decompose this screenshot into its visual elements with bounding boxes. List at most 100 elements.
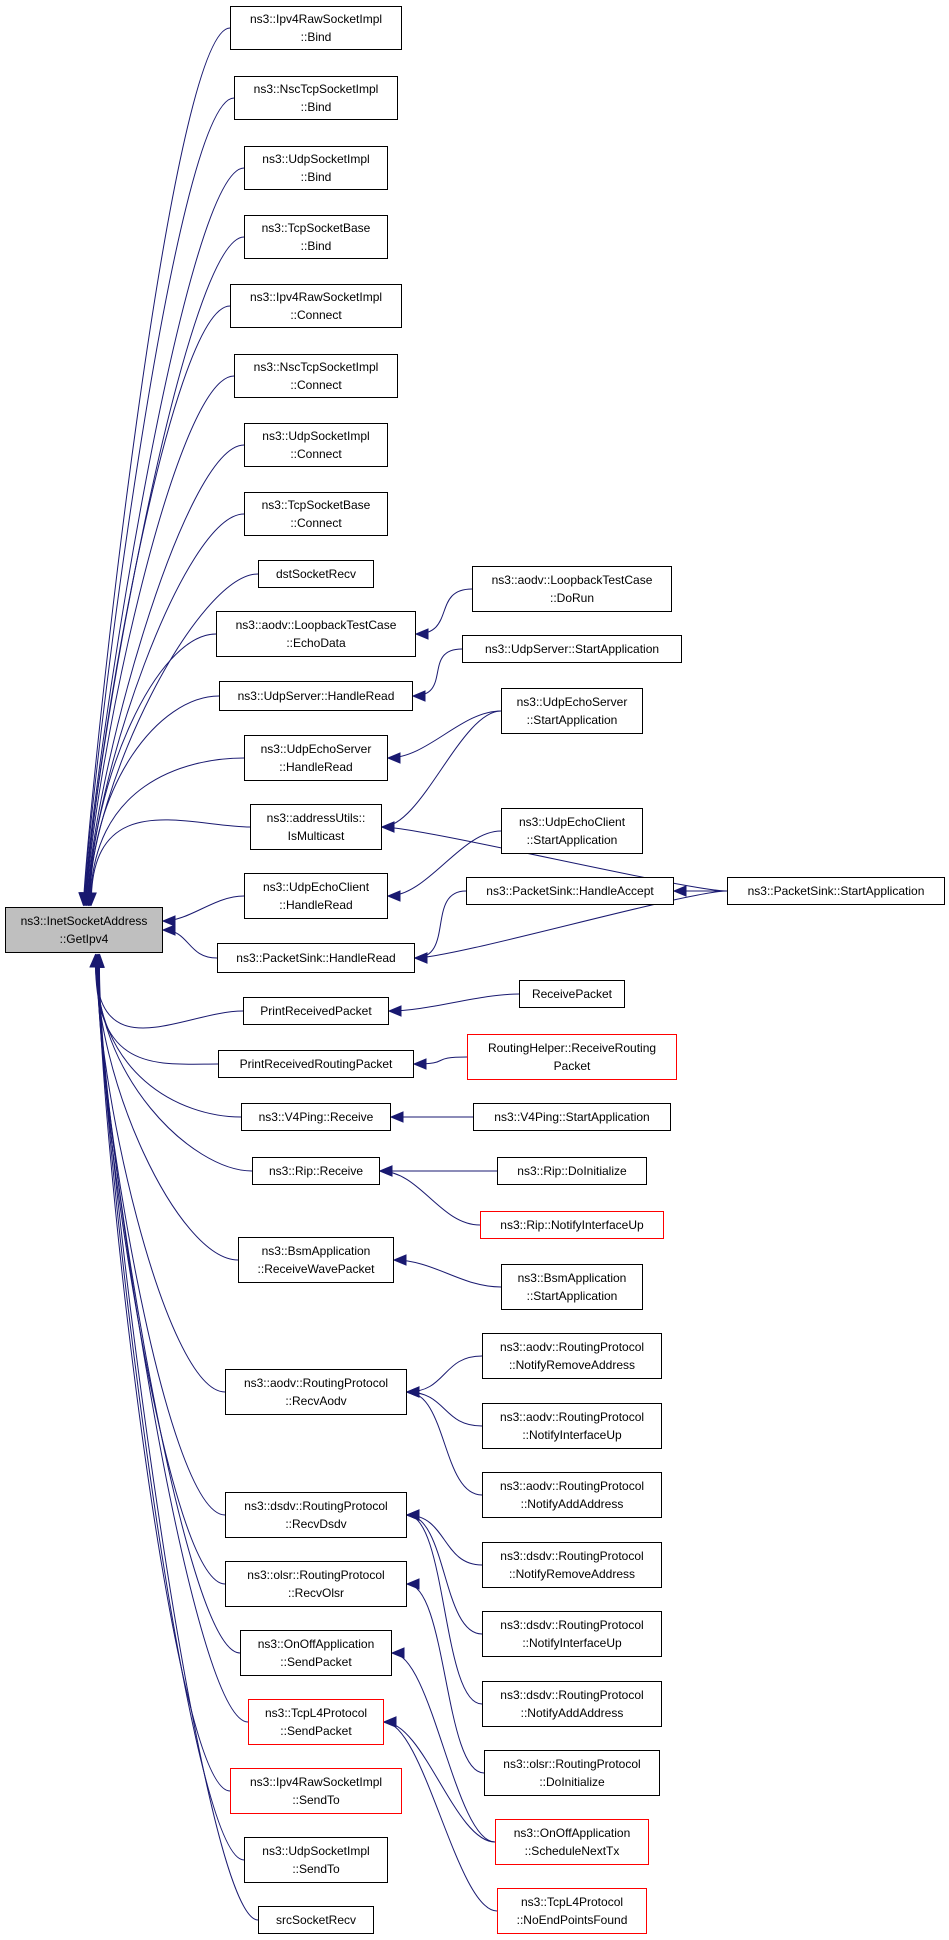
node-ns3-udpsocketimpl-sendto[interactable]: ns3::UdpSocketImpl::SendTo — [244, 1837, 388, 1883]
call-edge — [406, 1391, 483, 1496]
node-label-line: ::StartApplication — [526, 713, 618, 727]
node-ns3-udpechoclient-handleread[interactable]: ns3::UdpEchoClient::HandleRead — [244, 873, 388, 919]
call-edge — [97, 954, 226, 1516]
node-ns3-ipv4rawsocketimpl-sendto[interactable]: ns3::Ipv4RawSocketImpl::SendTo — [230, 1768, 402, 1814]
node-label-line: ::HandleRead — [279, 898, 353, 912]
node-ns3-aodv-loopbacktestcase-dorun[interactable]: ns3::aodv::LoopbackTestCase::DoRun — [472, 566, 672, 612]
edge-arrowhead — [378, 1165, 393, 1177]
node-label-line: ns3::aodv::RoutingProtocol — [499, 1410, 645, 1424]
node-ns3-tcpsocketbase-bind[interactable]: ns3::TcpSocketBase::Bind — [244, 215, 388, 259]
call-edge — [415, 588, 473, 635]
call-edge — [383, 1721, 498, 1912]
call-edge — [84, 167, 245, 906]
node-ns3-nsctcpsocketimpl-bind[interactable]: ns3::NscTcpSocketImpl::Bind — [234, 76, 398, 120]
node-ns3-packetsink-startapplication[interactable]: ns3::PacketSink::StartApplication — [727, 877, 945, 905]
call-edge — [406, 1355, 483, 1393]
edge-arrowhead — [405, 1509, 420, 1521]
node-printreceivedroutingpacket[interactable]: PrintReceivedRoutingPacket — [218, 1050, 414, 1078]
node-label-line: ::NotifyAddAddress — [520, 1497, 624, 1511]
node-ns3-dsdv-routingprotocol-notifyremoveaddress[interactable]: ns3::dsdv::RoutingProtocol::NotifyRemove… — [482, 1542, 662, 1588]
node-ns3-v4ping-startapplication[interactable]: ns3::V4Ping::StartApplication — [473, 1103, 671, 1131]
node-label-line: ns3::aodv::LoopbackTestCase — [235, 618, 397, 632]
node-ns3-dsdv-routingprotocol-notifyinterfaceup[interactable]: ns3::dsdv::RoutingProtocol::NotifyInterf… — [482, 1611, 662, 1657]
node-ns3-tcpl4protocol-noendpointsfound[interactable]: ns3::TcpL4Protocol::NoEndPointsFound — [497, 1888, 647, 1934]
node-ns3-packetsink-handleread[interactable]: ns3::PacketSink::HandleRead — [217, 943, 415, 973]
node-ns3-aodv-routingprotocol-notifyinterfaceup[interactable]: ns3::aodv::RoutingProtocol::NotifyInterf… — [482, 1403, 662, 1449]
node-label-line: srcSocketRecv — [275, 1913, 357, 1927]
node-label-line: ::NotifyAddAddress — [520, 1706, 624, 1720]
node-ns3-udpechoserver-handleread[interactable]: ns3::UdpEchoServer::HandleRead — [244, 735, 388, 781]
node-label-line: ns3::aodv::LoopbackTestCase — [491, 573, 653, 587]
node-label-line: ns3::UdpSocketImpl — [262, 152, 370, 166]
node-ns3-dsdv-routingprotocol-notifyaddaddress[interactable]: ns3::dsdv::RoutingProtocol::NotifyAddAdd… — [482, 1681, 662, 1727]
call-edge — [379, 1170, 481, 1226]
node-ns3-tcpl4protocol-sendpacket[interactable]: ns3::TcpL4Protocol::SendPacket — [248, 1699, 384, 1745]
node-ns3-ipv4rawsocketimpl-bind[interactable]: ns3::Ipv4RawSocketImpl::Bind — [230, 6, 402, 50]
node-ns3-dsdv-routingprotocol-recvdsdv[interactable]: ns3::dsdv::RoutingProtocol::RecvDsdv — [225, 1492, 407, 1538]
call-edge — [381, 826, 728, 892]
node-ns3-aodv-loopbacktestcase-echodata[interactable]: ns3::aodv::LoopbackTestCase::EchoData — [216, 611, 416, 657]
edge-arrowhead — [411, 690, 426, 702]
node-label-line: ::NotifyInterfaceUp — [522, 1428, 622, 1442]
node-ns3-olsr-routingprotocol-doinitialize[interactable]: ns3::olsr::RoutingProtocol::DoInitialize — [484, 1750, 660, 1796]
node-label-line: ns3::UdpSocketImpl — [262, 429, 370, 443]
node-label-line: ns3::UdpEchoClient — [518, 815, 626, 829]
call-edge — [98, 954, 245, 1861]
node-label-line: ::HandleRead — [279, 760, 353, 774]
node-ns3-onoffapplication-schedulenexttx[interactable]: ns3::OnOffApplication::ScheduleNextTx — [495, 1819, 649, 1865]
node-ns3-v4ping-receive[interactable]: ns3::V4Ping::Receive — [241, 1103, 391, 1131]
node-label-line: ns3::TcpL4Protocol — [264, 1706, 368, 1720]
node-label-line: ns3::PacketSink::StartApplication — [747, 884, 925, 898]
node-ns3-addressutils-ismulticast[interactable]: ns3::addressUtils::IsMulticast — [250, 804, 382, 850]
node-ns3-udpserver-handleread[interactable]: ns3::UdpServer::HandleRead — [219, 681, 413, 711]
node-label-line: ::EchoData — [286, 636, 346, 650]
node-label-line: ns3::Ipv4RawSocketImpl — [249, 1775, 383, 1789]
edge-arrowhead — [382, 1716, 397, 1728]
call-edge — [88, 633, 217, 906]
node-label-line: ns3::dsdv::RoutingProtocol — [500, 1549, 644, 1563]
node-ns3-packetsink-handleaccept[interactable]: ns3::PacketSink::HandleAccept — [466, 877, 674, 905]
node-ns3-onoffapplication-sendpacket[interactable]: ns3::OnOffApplication::SendPacket — [240, 1630, 392, 1676]
node-srcsocketrecv[interactable]: srcSocketRecv — [258, 1906, 374, 1934]
node-ns3-udpechoserver-startapplication[interactable]: ns3::UdpEchoServer::StartApplication — [501, 688, 643, 734]
node-ns3-rip-doinitialize[interactable]: ns3::Rip::DoInitialize — [497, 1157, 647, 1185]
node-printreceivedpacket[interactable]: PrintReceivedPacket — [243, 997, 389, 1025]
edge-arrowhead — [672, 885, 687, 897]
node-ns3-rip-receive[interactable]: ns3::Rip::Receive — [252, 1157, 380, 1185]
node-ns3-aodv-routingprotocol-notifyremoveaddress[interactable]: ns3::aodv::RoutingProtocol::NotifyRemove… — [482, 1333, 662, 1379]
node-ns3-aodv-routingprotocol-recvaodv[interactable]: ns3::aodv::RoutingProtocol::RecvAodv — [225, 1369, 407, 1415]
node-label-line: RoutingHelper::ReceiveRouting — [487, 1041, 657, 1055]
node-label-line: ::RecvDsdv — [285, 1517, 347, 1531]
node-label-line: ns3::UdpServer::StartApplication — [484, 642, 660, 656]
node-label-line: Packet — [553, 1059, 591, 1073]
node-ns3-rip-notifyinterfaceup[interactable]: ns3::Rip::NotifyInterfaceUp — [480, 1211, 664, 1239]
call-edge — [86, 375, 235, 906]
call-edge — [387, 710, 502, 759]
node-ns3-udpserver-startapplication[interactable]: ns3::UdpServer::StartApplication — [462, 635, 682, 663]
node-ns3-ipv4rawsocketimpl-connect[interactable]: ns3::Ipv4RawSocketImpl::Connect — [230, 284, 402, 328]
call-edge — [406, 1514, 483, 1635]
call-edge — [388, 993, 520, 1012]
node-label-line: ns3::PacketSink::HandleRead — [236, 951, 396, 965]
edge-arrowhead — [387, 1005, 402, 1017]
node-ns3-bsmapplication-startapplication[interactable]: ns3::BsmApplication::StartApplication — [501, 1264, 643, 1310]
node-ns3-nsctcpsocketimpl-connect[interactable]: ns3::NscTcpSocketImpl::Connect — [234, 354, 398, 398]
call-edge — [82, 27, 231, 906]
call-edge — [97, 954, 226, 1585]
node-ns3-bsmapplication-receivewavepacket[interactable]: ns3::BsmApplication::ReceiveWavePacket — [238, 1237, 394, 1283]
node-ns3-udpechoclient-startapplication[interactable]: ns3::UdpEchoClient::StartApplication — [501, 808, 643, 854]
call-edge — [381, 710, 502, 828]
node-ns3-udpsocketimpl-bind[interactable]: ns3::UdpSocketImpl::Bind — [244, 146, 388, 190]
call-edge — [85, 305, 231, 906]
node-ns3-tcpsocketbase-connect[interactable]: ns3::TcpSocketBase::Connect — [244, 492, 388, 536]
node-dstsocketrecv[interactable]: dstSocketRecv — [258, 560, 374, 588]
node-ns3-aodv-routingprotocol-notifyaddaddress[interactable]: ns3::aodv::RoutingProtocol::NotifyAddAdd… — [482, 1472, 662, 1518]
node-label-line: ns3::NscTcpSocketImpl — [253, 360, 379, 374]
node-ns3-olsr-routingprotocol-recvolsr[interactable]: ns3::olsr::RoutingProtocol::RecvOlsr — [225, 1561, 407, 1607]
node-label-line: ::StartApplication — [526, 1289, 618, 1303]
node-receivepacket[interactable]: ReceivePacket — [519, 980, 625, 1008]
node-label-line: ::ReceiveWavePacket — [257, 1262, 375, 1276]
node-ns3-udpsocketimpl-connect[interactable]: ns3::UdpSocketImpl::Connect — [244, 423, 388, 467]
call-edge — [90, 819, 251, 906]
